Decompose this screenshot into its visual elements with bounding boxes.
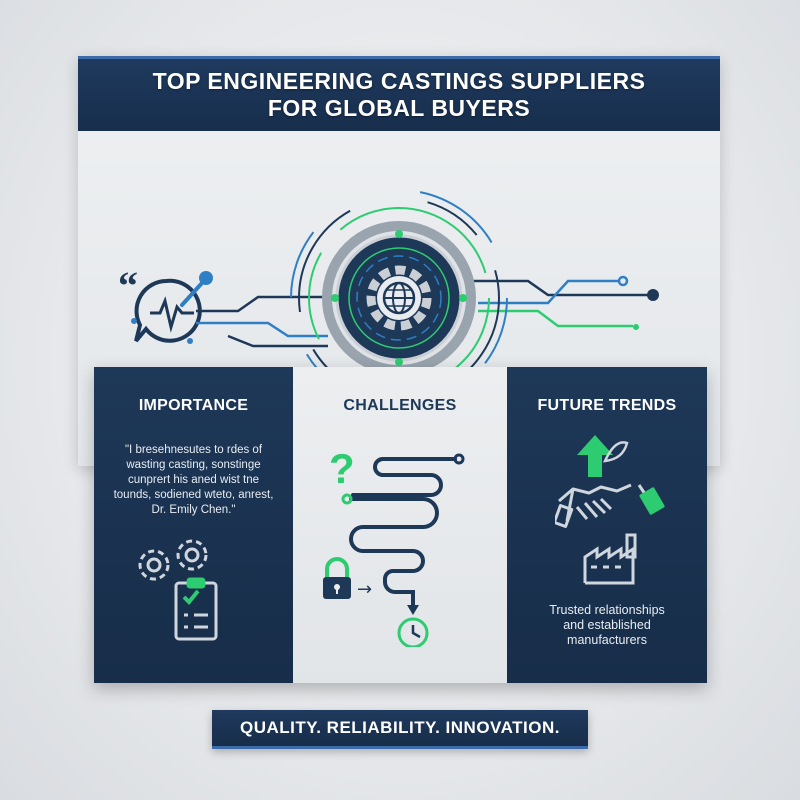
importance-title: IMPORTANCE <box>138 397 249 414</box>
factory-icon <box>583 533 637 585</box>
handshake-icon <box>555 483 665 529</box>
clock-icon <box>397 617 429 647</box>
title-line-2: FOR GLOBAL BUYERS <box>267 95 531 121</box>
title-line-1: TOP ENGINEERING CASTINGS SUPPLIERS <box>152 68 646 94</box>
panel-importance: IMPORTANCE "I bresehnesutes to rdes of w… <box>94 367 293 683</box>
tagline-text: QUALITY. RELIABILITY. INNOVATION. <box>240 718 560 737</box>
growth-handshake-factory-icon <box>555 435 665 585</box>
future-trends-title: FUTURE TRENDS <box>537 397 677 414</box>
challenges-title: CHALLENGES <box>343 397 457 414</box>
importance-quote: "I bresehnesutes to rdes of wasting cast… <box>113 444 274 516</box>
speech-bubble-icon <box>134 278 202 343</box>
panel-challenges: CHALLENGES ? → <box>293 367 507 683</box>
microphone-icon <box>180 271 213 307</box>
gear-globe-icon <box>366 265 432 331</box>
gears-checklist-icon <box>138 539 218 641</box>
future-trends-text: Trusted relationships and established ma… <box>549 603 665 647</box>
question-mark-icon: ? <box>329 445 355 492</box>
growth-arrow-icon <box>577 435 629 477</box>
panel-future-trends: FUTURE TRENDS Trusted relationships <box>507 367 707 683</box>
padlock-icon <box>323 557 351 599</box>
quote-mark-icon: “ <box>118 263 138 308</box>
title-banner: TOP ENGINEERING CASTINGS SUPPLIERS FOR G… <box>78 56 720 131</box>
info-panels: IMPORTANCE "I bresehnesutes to rdes of w… <box>94 367 707 683</box>
tagline-banner: QUALITY. RELIABILITY. INNOVATION. <box>212 710 588 749</box>
winding-path-icon: ? → <box>323 445 465 647</box>
arrow-right-icon: → <box>357 579 372 600</box>
circuit-lines-left <box>131 295 328 348</box>
